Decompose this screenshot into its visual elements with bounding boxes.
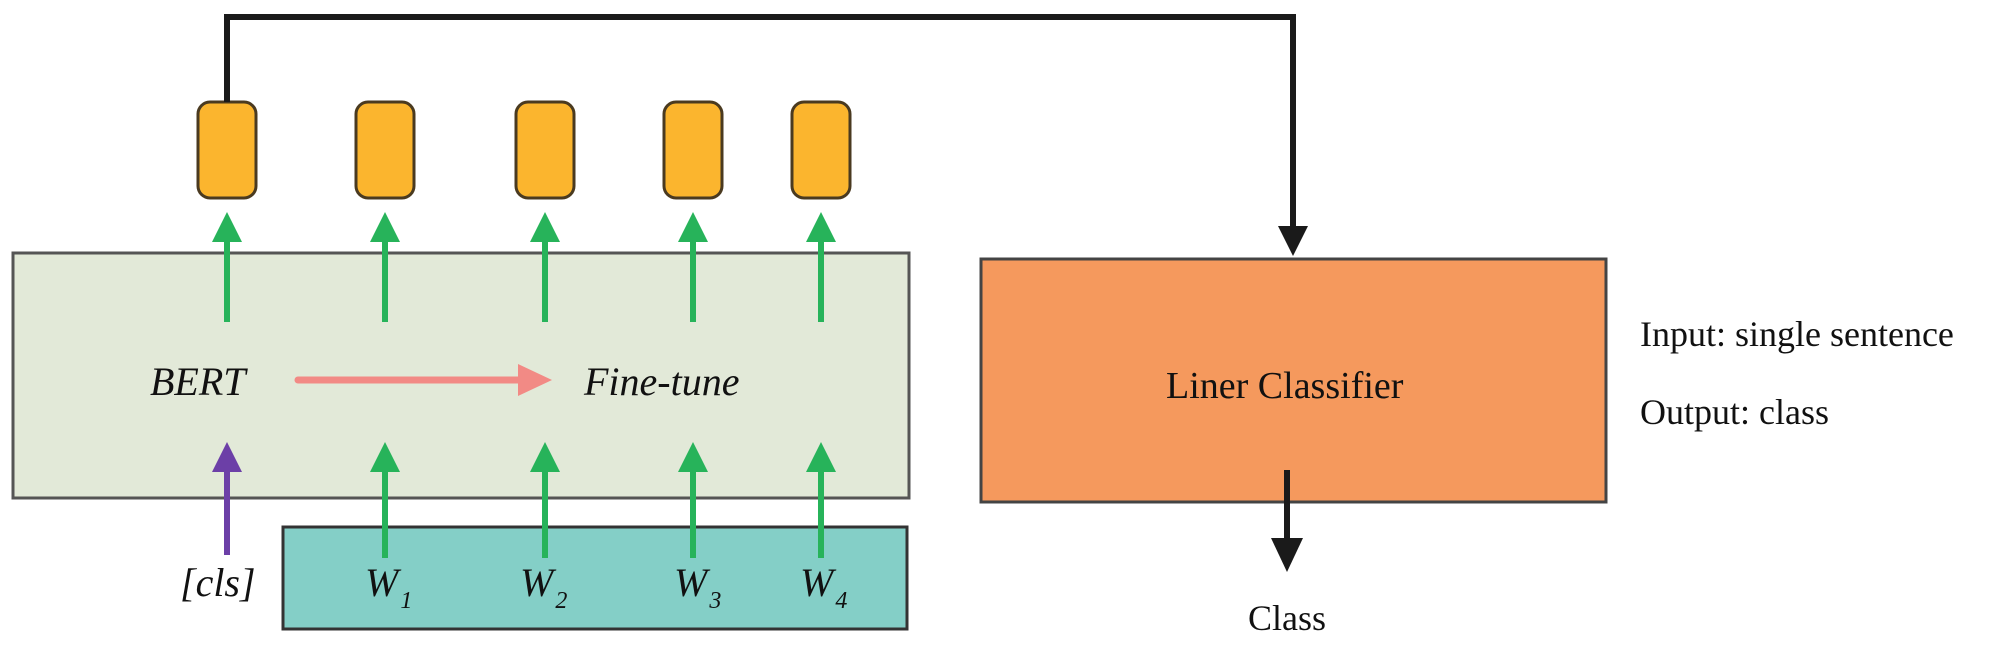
token-subscript: 2 bbox=[555, 588, 568, 614]
input-token-w1: W1 bbox=[365, 560, 413, 614]
token-base: W bbox=[674, 560, 708, 605]
liner-classifier-box bbox=[979, 257, 1608, 504]
token-base: W bbox=[365, 560, 399, 605]
purple-arrow-icon bbox=[212, 442, 242, 555]
cls-token-label: [cls] bbox=[180, 560, 256, 605]
output-token-cls bbox=[196, 100, 258, 200]
token-subscript: 1 bbox=[400, 588, 413, 614]
green-arrow-icon bbox=[370, 212, 400, 322]
token-base: W bbox=[800, 560, 834, 605]
output-token-4 bbox=[790, 100, 852, 200]
upper-arrows bbox=[212, 212, 836, 322]
output-note: Output: class bbox=[1640, 392, 1829, 432]
input-note: Input: single sentence bbox=[1640, 314, 1954, 354]
classifier-label: Liner Classifier bbox=[1166, 365, 1404, 407]
green-arrow-icon bbox=[530, 212, 560, 322]
fine-tune-label: Fine-tune bbox=[584, 359, 740, 404]
green-arrow-icon bbox=[370, 442, 400, 558]
token-subscript: 3 bbox=[709, 588, 722, 614]
output-tokens bbox=[196, 100, 852, 200]
classifier-output-arrow bbox=[1271, 470, 1303, 572]
lower-arrows bbox=[212, 442, 836, 558]
green-arrow-icon bbox=[678, 442, 708, 558]
bert-encoder-box bbox=[11, 251, 911, 500]
bert-label: BERT bbox=[150, 359, 246, 404]
token-subscript: 4 bbox=[835, 588, 848, 614]
green-arrow-icon bbox=[678, 212, 708, 322]
input-token-w2: W2 bbox=[520, 560, 568, 614]
cls-to-classifier-connector bbox=[224, 14, 1308, 256]
input-token-w3: W3 bbox=[674, 560, 722, 614]
input-token-w4: W4 bbox=[800, 560, 848, 614]
down-arrow-icon bbox=[1278, 226, 1308, 256]
fine-tune-arrow-icon bbox=[294, 364, 552, 396]
green-arrow-icon bbox=[530, 442, 560, 558]
output-token-3 bbox=[662, 100, 724, 200]
green-arrow-icon bbox=[806, 442, 836, 558]
green-arrow-icon bbox=[212, 212, 242, 322]
down-arrow-icon bbox=[1271, 538, 1303, 572]
output-token-2 bbox=[514, 100, 576, 200]
output-token-1 bbox=[354, 100, 416, 200]
token-base: W bbox=[520, 560, 554, 605]
green-arrow-icon bbox=[806, 212, 836, 322]
class-output-label: Class bbox=[1248, 598, 1327, 638]
